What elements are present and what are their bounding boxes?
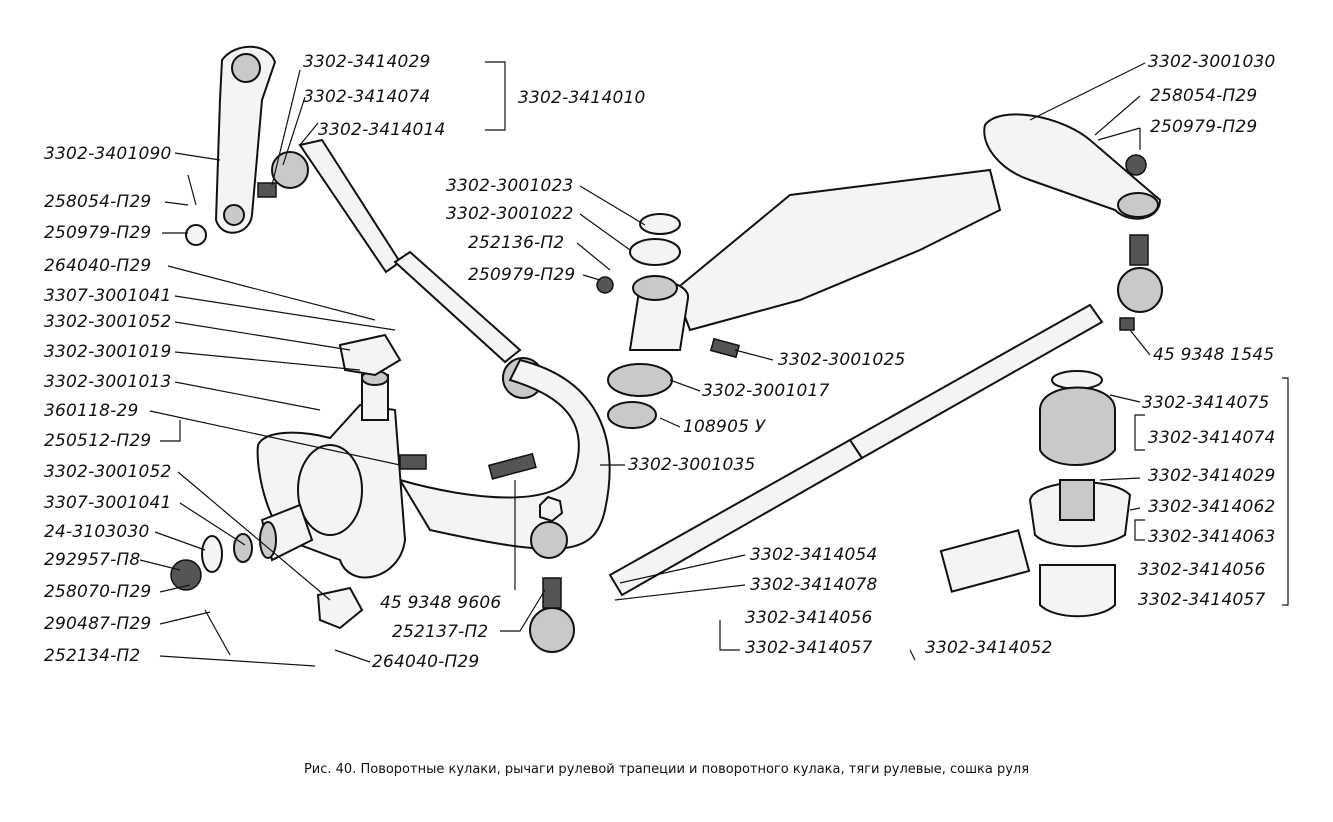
label-292957-p8: 292957-П8 bbox=[44, 550, 141, 570]
ball-joint bbox=[939, 370, 1132, 618]
label-108905-u: 108905 У bbox=[683, 417, 766, 437]
label-3302-3414074-right: 3302-3414074 bbox=[1148, 428, 1276, 448]
label-258054-p29-right: 258054-П29 bbox=[1150, 86, 1258, 106]
label-3302-3414078: 3302-3414078 bbox=[750, 575, 878, 595]
label-264040-p29-bottom: 264040-П29 bbox=[372, 652, 480, 672]
label-3302-3001013: 3302-3001013 bbox=[44, 372, 172, 392]
label-264040-p29-top: 264040-П29 bbox=[44, 256, 152, 276]
label-250512-p29: 250512-П29 bbox=[44, 431, 152, 451]
label-3307-3001041-bottom: 3307-3001041 bbox=[44, 493, 172, 513]
right-steering-arm bbox=[983, 113, 1162, 220]
label-45-9348-1545: 45 9348 1545 bbox=[1153, 345, 1275, 365]
label-3307-3001041-top: 3307-3001041 bbox=[44, 286, 172, 306]
label-24-3103030: 24-3103030 bbox=[44, 522, 150, 542]
label-3302-3001052-top: 3302-3001052 bbox=[44, 312, 172, 332]
axle-beam bbox=[596, 168, 1002, 429]
label-250979-p29-mid: 250979-П29 bbox=[468, 265, 576, 285]
label-3302-3414056-right: 3302-3414056 bbox=[1138, 560, 1266, 580]
tie-rod bbox=[529, 234, 1163, 653]
label-250979-p29-left: 250979-П29 bbox=[44, 223, 152, 243]
leader-lines bbox=[139, 61, 1289, 667]
figure-caption: Рис. 40. Поворотные кулаки, рычаги рулев… bbox=[303, 762, 1030, 777]
label-3302-3414054: 3302-3414054 bbox=[750, 545, 878, 565]
label-3302-3001052-bottom: 3302-3001052 bbox=[44, 462, 172, 482]
label-258054-p29-left: 258054-П29 bbox=[44, 192, 152, 212]
label-3302-3414056-mid: 3302-3414056 bbox=[745, 608, 873, 628]
label-258070-p29: 258070-П29 bbox=[44, 582, 152, 602]
label-3302-3001017: 3302-3001017 bbox=[702, 381, 830, 401]
label-3302-3414029-right: 3302-3414029 bbox=[1148, 466, 1276, 486]
label-3302-3414029-top: 3302-3414029 bbox=[303, 52, 431, 72]
label-3302-3001023: 3302-3001023 bbox=[446, 176, 574, 196]
label-3302-3414057-right: 3302-3414057 bbox=[1138, 590, 1266, 610]
label-3302-3414057-mid: 3302-3414057 bbox=[745, 638, 873, 658]
steering-knuckle bbox=[256, 370, 407, 579]
label-3302-3414062: 3302-3414062 bbox=[1148, 497, 1276, 517]
label-252134-p2: 252134-П2 bbox=[44, 646, 141, 666]
hub-parts bbox=[170, 174, 537, 656]
label-3302-3414014: 3302-3414014 bbox=[318, 120, 446, 140]
label-290487-p29: 290487-П29 bbox=[44, 614, 152, 634]
label-3302-3001030: 3302-3001030 bbox=[1148, 52, 1276, 72]
pitman-arm bbox=[214, 45, 277, 234]
label-3302-3001022: 3302-3001022 bbox=[446, 204, 574, 224]
label-3302-3414063: 3302-3414063 bbox=[1148, 527, 1276, 547]
label-360118-29: 360118-29 bbox=[44, 401, 139, 421]
label-252136-p2: 252136-П2 bbox=[468, 233, 565, 253]
label-3302-3414052: 3302-3414052 bbox=[925, 638, 1053, 658]
label-252137-p2: 252137-П2 bbox=[392, 622, 489, 642]
label-3302-3414075: 3302-3414075 bbox=[1142, 393, 1270, 413]
label-3302-3414074-top: 3302-3414074 bbox=[303, 87, 431, 107]
trapezoid-arm bbox=[397, 358, 611, 559]
label-3302-3401090: 3302-3401090 bbox=[44, 144, 172, 164]
label-45-9348-9606: 45 9348 9606 bbox=[380, 593, 502, 613]
label-250979-p29-right: 250979-П29 bbox=[1150, 117, 1258, 137]
label-3302-3414010: 3302-3414010 bbox=[518, 88, 646, 108]
label-3302-3001025: 3302-3001025 bbox=[778, 350, 906, 370]
label-3302-3001035: 3302-3001035 bbox=[628, 455, 756, 475]
label-3302-3001019: 3302-3001019 bbox=[44, 342, 172, 362]
